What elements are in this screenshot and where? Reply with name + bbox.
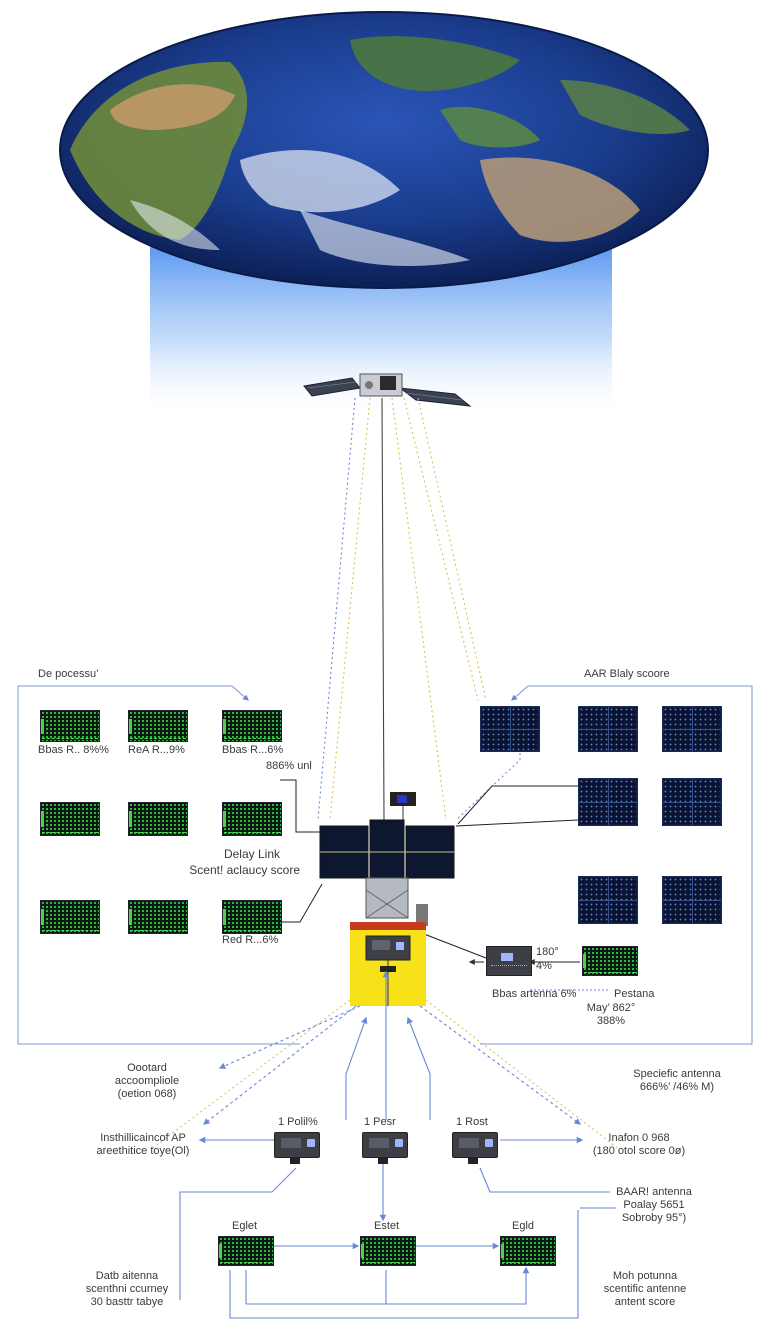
distribution-lines — [149, 970, 621, 1319]
label-panel: Red R...6% — [222, 934, 279, 946]
label-instrument: Insthillicaincof AP areethitice toye(Ol) — [88, 1132, 198, 1158]
label-dab-antenna: Datb aitenna scenthni ccurney 30 basttr … — [72, 1270, 182, 1309]
label-bus-readout: 4% — [536, 960, 552, 972]
label-subsystem: 1 Pesr — [364, 1116, 396, 1128]
label-moh-line3: antent score — [614, 1296, 676, 1308]
subsystem-unit — [362, 1132, 408, 1158]
label-baar-line3: Sobroby 95°) — [621, 1212, 687, 1224]
antenna-array-panel — [578, 778, 638, 826]
label-subsystem: 1 Polil% — [278, 1116, 318, 1128]
ground-terminal-panel — [218, 1236, 274, 1266]
label-info: Inafon 0 968 (180 otol score 0ø) — [584, 1132, 694, 1158]
label-moh-line2: scentific antenne — [603, 1283, 687, 1295]
label-panel-sub: 886% unl — [266, 760, 312, 772]
subsystem-unit — [274, 1132, 320, 1158]
antenna-array-panel — [662, 876, 722, 924]
label-dab-line1: Datb aitenna — [95, 1270, 159, 1282]
frame-lines — [17, 685, 753, 1045]
label-dab-line3: 30 basttr tabye — [90, 1296, 164, 1308]
processor-panel — [222, 802, 282, 836]
label-onboard-line3: (oetion 068) — [117, 1088, 177, 1100]
antenna-array-panel — [480, 706, 540, 752]
processor-panel — [40, 900, 100, 934]
earth-globe — [59, 11, 709, 289]
antenna-array-panel — [662, 706, 722, 752]
label-bus-readout: 180° — [536, 946, 559, 958]
label-dab-line2: scenthni ccurney — [85, 1283, 169, 1295]
orbiting-satellite — [303, 373, 472, 407]
label-panel: Bbas R...6% — [222, 744, 284, 756]
label-onboard: Oootard accoompliole (oetion 068) — [92, 1062, 202, 1101]
processor-panel — [40, 710, 100, 742]
label-subsystem: 1 Rost — [456, 1116, 488, 1128]
subsystem-unit — [452, 1132, 498, 1158]
antenna-array-panel — [578, 876, 638, 924]
label-may: May’ 862° 388% — [576, 1002, 646, 1028]
label-eglet: Estet — [374, 1220, 400, 1232]
processor-panel — [222, 710, 282, 742]
processor-panel — [128, 900, 188, 934]
label-baar-line2: Poalay 5651 — [623, 1199, 685, 1211]
subsystem-stand — [468, 1158, 478, 1164]
central-bus — [319, 792, 455, 1006]
label-baar-antenna: BAAR! antenna Poalay 5651 Sobroby 95°) — [606, 1186, 702, 1225]
label-may-line1: May’ 862° — [586, 1002, 636, 1014]
ground-terminal-panel — [360, 1236, 416, 1266]
downlink-beams — [317, 397, 487, 821]
label-baar-line1: BAAR! antenna — [616, 1186, 692, 1198]
subsystem-stand — [378, 1158, 388, 1164]
subsystem-stand — [290, 1158, 300, 1164]
label-info-line2: (180 otol score 0ø) — [592, 1145, 686, 1157]
label-specific-antenna: Speciefic antenna 666%’ /46% M) — [612, 1068, 742, 1094]
label-bbas-antenna: Bbas artenna 6% — [492, 988, 577, 1000]
ground-terminal-panel — [500, 1236, 556, 1266]
label-inst-line2: areethitice toye(Ol) — [96, 1145, 190, 1157]
label-processor-header: De pocessu’ — [38, 668, 99, 680]
label-delay-link: Delay Link — [223, 847, 280, 861]
label-spec-line1: Speciefic antenna — [633, 1068, 721, 1080]
label-moh-line1: Moh potunna — [612, 1270, 678, 1282]
label-array-header: AAR Blaly scoore — [584, 668, 670, 680]
label-onboard-line1: Oootard — [127, 1062, 167, 1074]
processor-panel — [40, 802, 100, 836]
label-inst-line1: Insthillicaincof AP — [100, 1132, 186, 1144]
label-moh-antenna: Moh potunna scentific antenne antent sco… — [590, 1270, 700, 1309]
label-pestana: Pestana — [614, 988, 655, 1000]
antenna-array-panel — [662, 778, 722, 826]
processor-panel — [128, 710, 188, 742]
label-panel: ReA R...9% — [128, 744, 185, 756]
label-scent-score: Scent! aclaucy score — [189, 863, 300, 877]
bus-readout-device — [486, 946, 532, 976]
processor-panel — [128, 802, 188, 836]
processor-panel — [222, 900, 282, 934]
label-onboard-line2: accoompliole — [114, 1075, 180, 1087]
antenna-array-panel — [578, 706, 638, 752]
label-eglet: Egld — [512, 1220, 535, 1232]
label-panel: Bbas R.. 8%% — [38, 744, 109, 756]
label-eglet: Eglet — [232, 1220, 258, 1232]
beacon-panel — [582, 946, 638, 976]
label-spec-line2: 666%’ /46% M) — [639, 1081, 715, 1093]
label-may-line2: 388% — [596, 1015, 626, 1027]
label-info-line1: Inafon 0 968 — [608, 1132, 670, 1144]
